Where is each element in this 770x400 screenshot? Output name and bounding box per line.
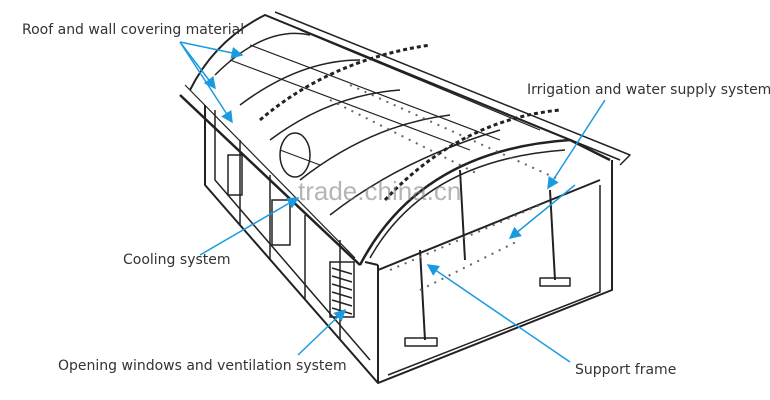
label-roof-covering: Roof and wall covering material (22, 22, 245, 38)
label-cooling: Cooling system (123, 252, 231, 268)
front-arch (358, 138, 611, 266)
watermark: trade.china.cn (298, 176, 462, 206)
callout-arrows (179, 41, 606, 363)
irrigation-lines (329, 84, 561, 291)
label-irrigation: Irrigation and water supply system (527, 82, 770, 98)
side-wall (204, 105, 379, 384)
roof (189, 14, 571, 141)
label-ventilation: Opening windows and ventilation system (58, 358, 347, 374)
label-support-frame: Support frame (575, 362, 677, 378)
